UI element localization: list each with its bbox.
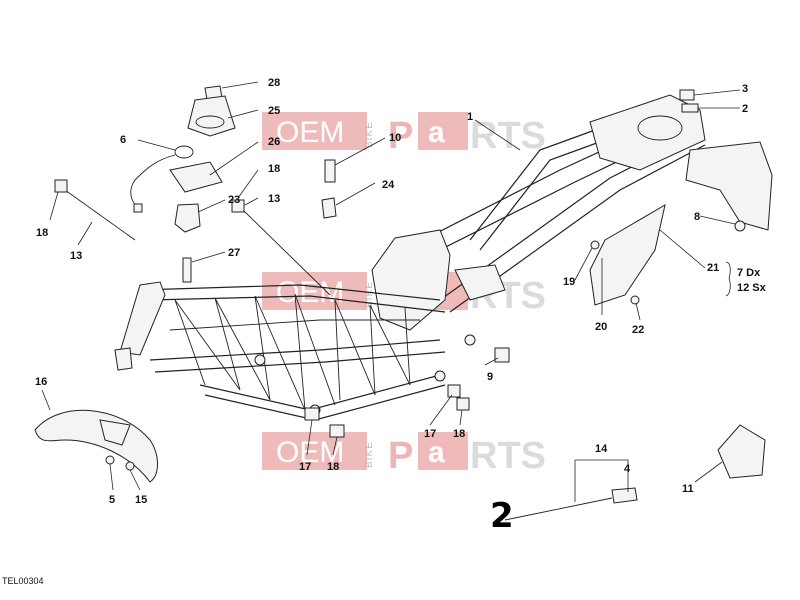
callout-11: 11 [682,483,694,495]
callout-24: 24 [382,179,395,191]
callout-9: 9 [487,371,493,383]
callout-25: 25 [268,105,280,117]
callout-18: 18 [36,227,48,239]
svg-text:P: P [388,115,413,157]
cap-part-3 [679,89,695,101]
side-bracket-part-8 [685,141,773,231]
washer-part-2 [681,103,699,113]
fitting-part-4 [611,487,638,504]
callout-15: 15 [135,494,147,506]
bolt-part-27 [182,257,192,283]
svg-text:OEM: OEM [276,116,344,149]
svg-text:BIKE: BIKE [364,281,375,308]
callout-6: 6 [120,134,126,146]
long-bolt-13-left [64,189,136,241]
sensor-wire-part-6 [130,154,176,209]
leader-lines [41,81,741,502]
callout-labels: 28 25 26 6 18 13 23 27 18 13 10 24 1 3 2… [35,77,767,506]
callout-18: 18 [327,461,339,473]
svg-text:OEM: OEM [276,436,344,469]
bush-part-9 [494,347,510,363]
svg-text:RTS: RTS [470,435,546,477]
callout-14: 14 [595,443,608,455]
cable-part-14 [504,497,613,521]
callout-8: 8 [694,211,700,223]
guard-part-11 [717,424,766,479]
callout-12-sx: 12 Sx [737,282,767,294]
watermark-bottom: OEM BIKE P a RTS [262,432,546,477]
callout-17: 17 [299,461,311,473]
svg-text:RTS: RTS [470,115,546,157]
front-fender-part-16 [34,409,158,483]
callout-16: 16 [35,376,47,388]
svg-text:a: a [428,116,445,149]
callout-27: 27 [228,247,240,259]
handwritten-callout-2: 2 [490,496,514,536]
svg-text:a: a [428,436,445,469]
callout-17: 17 [424,428,436,440]
diagram-reference-code: TEL00304 [2,576,44,586]
bolt-part-10 [324,159,336,183]
watermark-top: OEM BIKE P a RTS [262,112,546,157]
svg-text:BIKE: BIKE [364,441,375,468]
callout-3: 3 [742,83,748,95]
brace-21 [725,261,731,297]
bolt-part-24 [321,197,337,219]
callout-20: 20 [595,321,607,333]
callout-7-dx: 7 Dx [737,267,761,279]
callout-13: 13 [70,250,82,262]
callout-2: 2 [742,103,748,115]
svg-text:P: P [388,435,413,477]
side-panel-part-21 [589,203,666,306]
callout-1: 1 [467,111,473,123]
callout-21: 21 [707,262,719,274]
callout-28: 28 [268,77,280,89]
long-bolt-13-mid [242,209,331,296]
callout-23: 23 [228,194,240,206]
switch-part-23 [174,203,201,233]
callout-5: 5 [109,494,115,506]
svg-text:BIKE: BIKE [364,121,375,148]
callout-13: 13 [268,193,280,205]
plate-part-26 [169,161,223,193]
callout-26: 26 [268,136,280,148]
callout-18: 18 [268,163,280,175]
callout-10: 10 [389,132,401,144]
svg-text:OEM: OEM [276,276,344,309]
callout-18: 18 [453,428,465,440]
callout-4: 4 [624,463,631,475]
callout-22: 22 [632,324,644,336]
callout-19: 19 [563,276,575,288]
